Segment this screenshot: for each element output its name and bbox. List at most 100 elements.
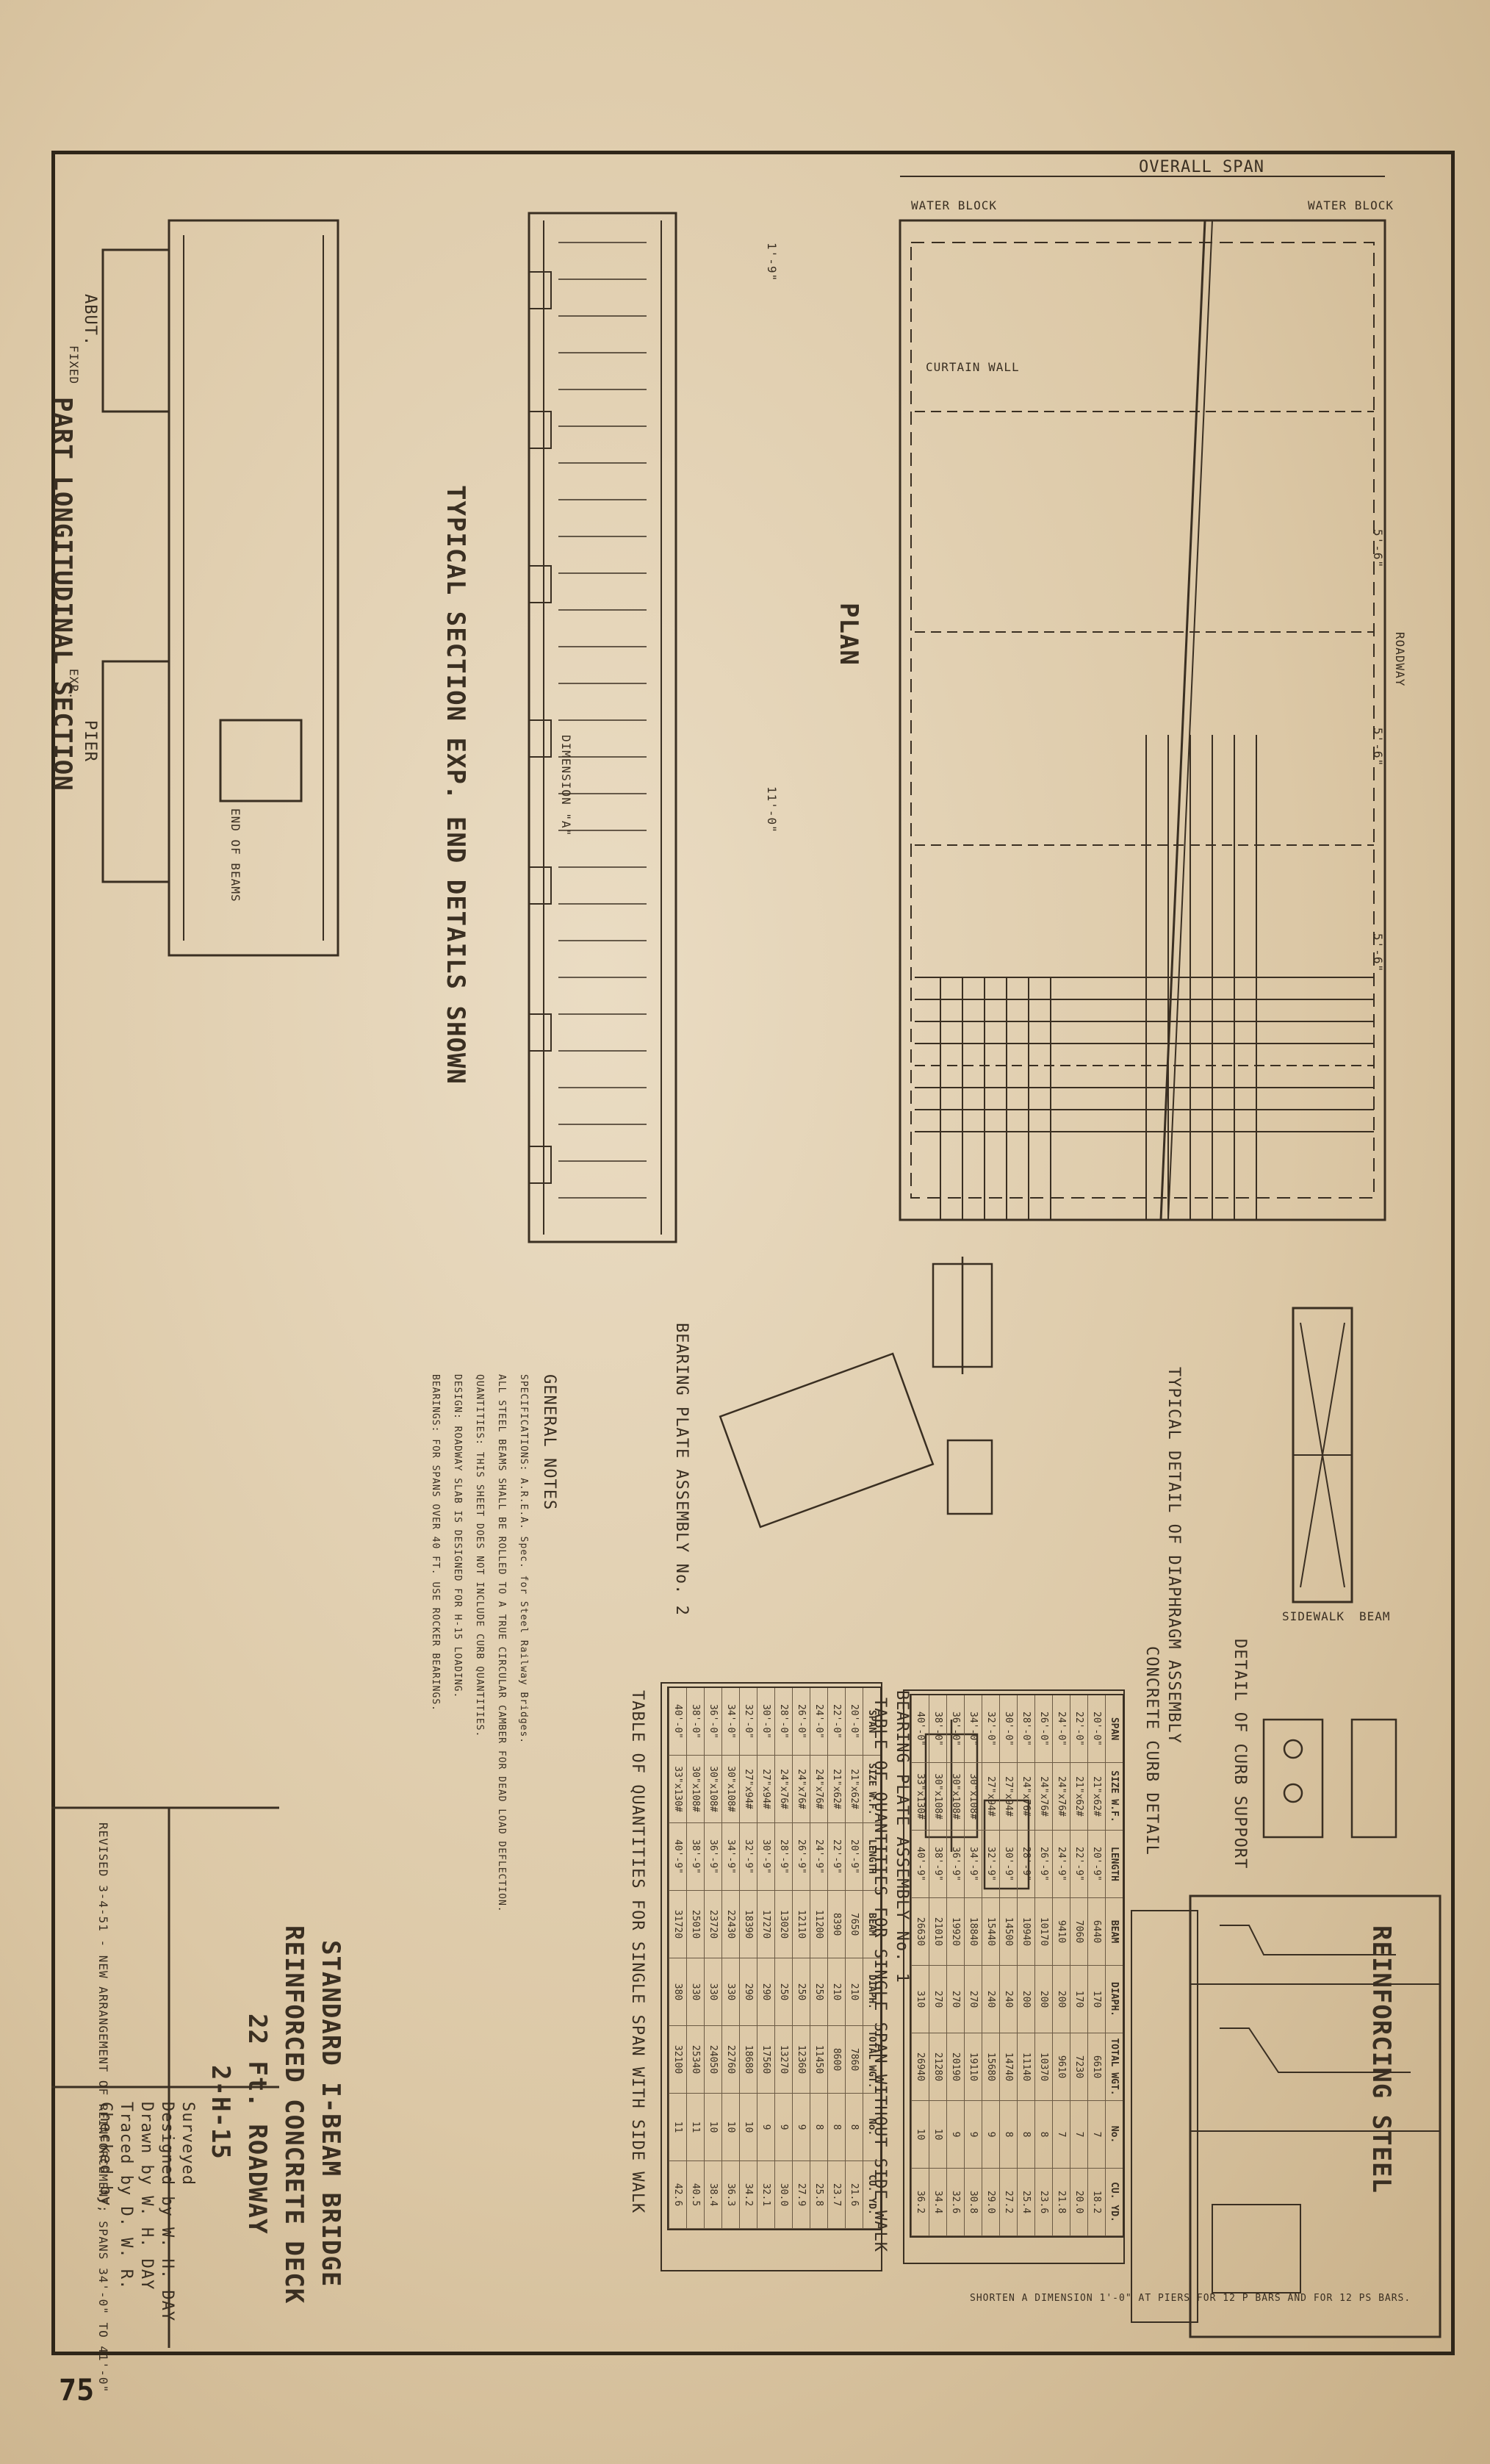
table-cell: 24'-0" bbox=[1052, 1695, 1070, 1763]
sheet-code: 2-H-15 bbox=[206, 2065, 235, 2160]
dim-5-6-a: 5'-6" bbox=[1371, 529, 1385, 569]
table-cell: 27.2 bbox=[999, 2169, 1017, 2236]
table-cell: 8 bbox=[810, 2094, 827, 2161]
table-cell: 38'-0" bbox=[929, 1695, 946, 1763]
table-cell: 9 bbox=[964, 2101, 982, 2169]
section-bearing-2: BEARING PLATE ASSEMBLY No. 2 bbox=[672, 1323, 691, 1616]
plan-view bbox=[899, 176, 1386, 1221]
table-cell: 10170 bbox=[1034, 1898, 1052, 1966]
table-header-cell: SIZE W.F. BEAM bbox=[1105, 1763, 1123, 1831]
table-cell: 34'-0" bbox=[964, 1695, 982, 1763]
table-cell: 22'-0" bbox=[827, 1688, 845, 1756]
table-cell: 36.2 bbox=[911, 2169, 929, 2236]
table-cell: 250 bbox=[810, 1958, 827, 2026]
table-cell: 24"x76# bbox=[792, 1756, 810, 1823]
table-cell: 8390 bbox=[827, 1891, 845, 1958]
table-cell: 19110 bbox=[964, 2033, 982, 2101]
table-cell: 11 bbox=[669, 2094, 686, 2161]
table-cell: 200 bbox=[1017, 1966, 1034, 2033]
dim-5-6-c: 5'-6" bbox=[1371, 933, 1385, 973]
table-cell: 10940 bbox=[1017, 1898, 1034, 1966]
label-abut: ABUT. bbox=[81, 294, 99, 347]
table-cell: 12360 bbox=[792, 2026, 810, 2094]
table-cell: 22'-0" bbox=[1070, 1695, 1087, 1763]
section-typical: TYPICAL SECTION EXP. END DETAILS SHOWN bbox=[441, 485, 470, 1085]
table-cell: 8 bbox=[827, 2094, 845, 2161]
table-cell: 24"x76# bbox=[1017, 1763, 1034, 1831]
designed-by: Designed by W. H. DAY bbox=[158, 2102, 176, 2322]
label-water-block-left: WATER BLOCK bbox=[911, 198, 997, 212]
table-cell: 30"x108# bbox=[686, 1756, 704, 1823]
table-cell: 27"x94# bbox=[999, 1763, 1017, 1831]
section-reinforcing-steel: REINFORCING STEEL bbox=[1367, 1925, 1396, 2194]
table-cell: 21010 bbox=[929, 1898, 946, 1966]
table-cell: 34.4 bbox=[929, 2169, 946, 2236]
table-cell: 7060 bbox=[1070, 1898, 1087, 1966]
section-general-notes: GENERAL NOTES bbox=[540, 1374, 558, 1511]
table-cell: 34'-0" bbox=[721, 1688, 739, 1756]
table-header-cell: DIAPH. bbox=[1105, 1966, 1123, 2033]
table-header-cell: SIZE W.F. BEAM bbox=[863, 1756, 880, 1823]
table-cell: 25.4 bbox=[1017, 2169, 1034, 2236]
table-cell: 30"x108# bbox=[704, 1756, 721, 1823]
table-cell: 9 bbox=[792, 2094, 810, 2161]
table-cell: 34.2 bbox=[739, 2161, 757, 2229]
section-concrete-curb: CONCRETE CURB DETAIL bbox=[1142, 1646, 1161, 1856]
diaphragm-detail bbox=[1292, 1307, 1353, 1603]
table-cell: 36'-9" bbox=[946, 1831, 964, 1898]
longitudinal-section bbox=[101, 219, 339, 957]
table-cell: 34'-9" bbox=[721, 1823, 739, 1891]
label-exp: EXP. bbox=[67, 669, 81, 700]
table-cell: 9 bbox=[946, 2101, 964, 2169]
table-cell: 30'-9" bbox=[757, 1823, 774, 1891]
title-line-3: 22 Ft. ROADWAY bbox=[242, 2014, 272, 2235]
table-cell: 310 bbox=[911, 1966, 929, 2033]
table-cell: 30"x108# bbox=[929, 1763, 946, 1831]
label-fixed: FIXED bbox=[67, 345, 81, 385]
table-cell: 20.0 bbox=[1070, 2169, 1087, 2236]
table-cell: 250 bbox=[792, 1958, 810, 2026]
table-cell: 210 bbox=[845, 1958, 863, 2026]
table-cell: 21"x62# bbox=[1070, 1763, 1087, 1831]
table-cell: 8 bbox=[1034, 2101, 1052, 2169]
table-cell: 250 bbox=[774, 1958, 792, 2026]
table-cell: 6440 bbox=[1087, 1898, 1105, 1966]
reinforcing-steel-panel bbox=[1189, 1894, 1442, 2338]
section-diaphragm: TYPICAL DETAIL OF DIAPHRAGM ASSEMBLY bbox=[1165, 1367, 1183, 1744]
table-cell: 26'-0" bbox=[792, 1688, 810, 1756]
table-cell: 32.1 bbox=[757, 2161, 774, 2229]
table-cell: 21.8 bbox=[1052, 2169, 1070, 2236]
label-beam: BEAM bbox=[1359, 1609, 1391, 1623]
table-cell: 7 bbox=[1087, 2101, 1105, 2169]
table-cell: 40'-9" bbox=[669, 1823, 686, 1891]
table-cell: 30'-9" bbox=[999, 1831, 1017, 1898]
table-cell: 22'-9" bbox=[1070, 1831, 1087, 1898]
table-cell: 240 bbox=[999, 1966, 1017, 2033]
table-header-cell: BEAM bbox=[1105, 1898, 1123, 1966]
table-cell: 20'-9" bbox=[1087, 1831, 1105, 1898]
table-header-cell: CU. YD. bbox=[863, 2161, 880, 2229]
table-cell: 40'-0" bbox=[669, 1688, 686, 1756]
table-cell: 11200 bbox=[810, 1891, 827, 1958]
table-cell: 15440 bbox=[982, 1898, 999, 1966]
table-cell: 36'-0" bbox=[946, 1695, 964, 1763]
table-cell: 8 bbox=[845, 2094, 863, 2161]
surveyed: Surveyed bbox=[179, 2102, 197, 2185]
label-shorten-note: SHORTEN A DIMENSION 1'-0" AT PIERS FOR 1… bbox=[970, 2293, 1411, 2304]
table-cell: 32'-0" bbox=[739, 1688, 757, 1756]
table-cell: 18390 bbox=[739, 1891, 757, 1958]
table-cell: 40.5 bbox=[686, 2161, 704, 2229]
table-cell: 10 bbox=[704, 2094, 721, 2161]
table-cell: 36'-0" bbox=[704, 1688, 721, 1756]
table-cell: 10 bbox=[911, 2101, 929, 2169]
table-cell: 11450 bbox=[810, 2026, 827, 2094]
table-cell: 23.7 bbox=[827, 2161, 845, 2229]
table-cell: 24"x76# bbox=[810, 1756, 827, 1823]
table-cell: 24'-9" bbox=[1052, 1831, 1070, 1898]
table-cell: 14740 bbox=[999, 2033, 1017, 2101]
table-cell: 27"x94# bbox=[982, 1763, 999, 1831]
table-cell: 11 bbox=[686, 2094, 704, 2161]
table-cell: 200 bbox=[1052, 1966, 1070, 2033]
table-header-cell: CU. YD. bbox=[1105, 2169, 1123, 2236]
table-header-cell: SPAN bbox=[863, 1688, 880, 1756]
